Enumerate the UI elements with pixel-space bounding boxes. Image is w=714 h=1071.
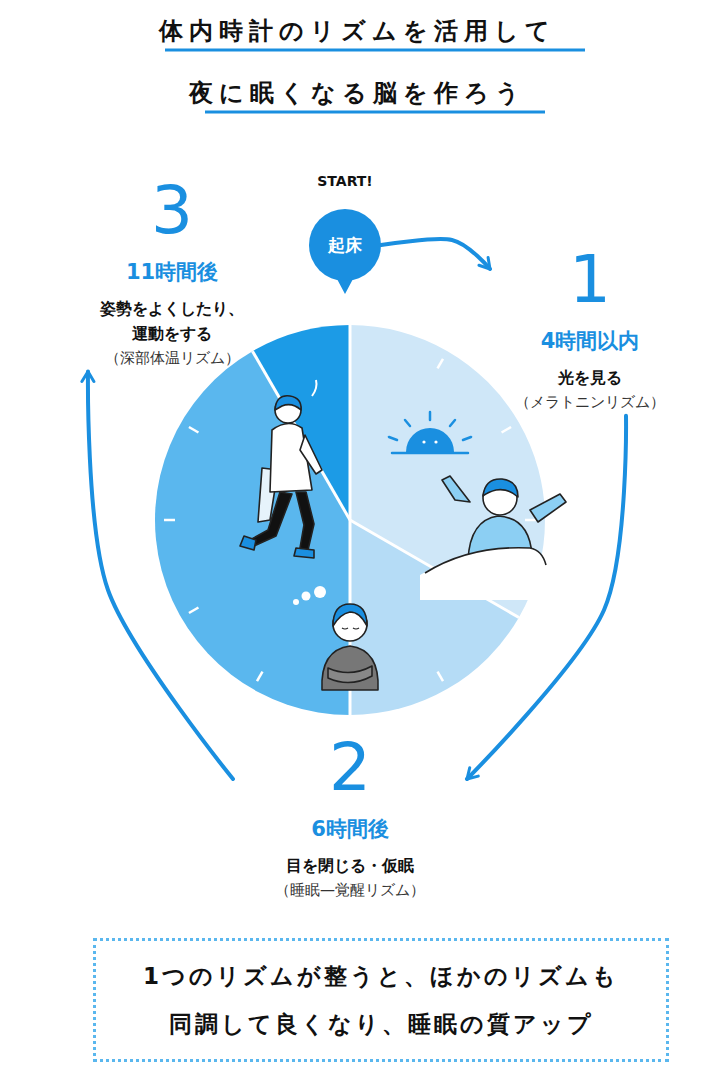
start-label: START! xyxy=(317,173,372,189)
sun-ray xyxy=(429,412,432,420)
caption-text: 1つのリズムが整うと、ほかのリズムも 同調して良くなり、睡眠の質アップ xyxy=(121,952,641,1048)
title-underline xyxy=(165,49,585,52)
arm xyxy=(442,476,470,502)
clock-tick xyxy=(502,427,512,433)
sun-ray xyxy=(450,420,455,426)
flow-arrow xyxy=(88,371,233,779)
action-text: 姿勢をよくしたり、 運動をする xyxy=(72,297,272,347)
action-text: 目を閉じる・仮眠 xyxy=(286,854,414,879)
sun-ray xyxy=(463,437,471,440)
title-underline xyxy=(205,111,545,114)
shoe xyxy=(294,548,314,558)
arm xyxy=(530,494,566,522)
caption-box: 1つのリズムが整うと、ほかのリズムも 同調して良くなり、睡眠の質アップ xyxy=(93,938,669,1062)
thought-bubble xyxy=(314,586,326,598)
node-label: 起床 xyxy=(328,234,362,257)
time-label: 11時間後 xyxy=(126,258,218,287)
sun-ray xyxy=(389,437,397,440)
step-block: 1 4時間以内光を見る（メラトニンリズム） xyxy=(490,247,690,414)
sun-icon xyxy=(389,412,471,453)
leg xyxy=(296,492,314,550)
leg xyxy=(250,492,292,546)
walking-person xyxy=(240,396,322,558)
clock-tick xyxy=(257,672,263,682)
clock-tick xyxy=(525,519,536,522)
time-label: 4時間以内 xyxy=(541,327,640,356)
clock-tick xyxy=(189,608,199,614)
clock-tick xyxy=(164,519,175,522)
step-number: 1 xyxy=(569,247,611,313)
sun-ray xyxy=(405,420,410,426)
rhythm-name: （メラトニンリズム） xyxy=(515,391,665,414)
blanket-line xyxy=(425,548,546,573)
rhythm-name: （睡眠—覚醒リズム） xyxy=(275,879,425,902)
step-number: 2 xyxy=(329,735,371,801)
diagram-title: 体内時計のリズムを活用して 夜に眠くなる脳を作ろう xyxy=(137,0,577,124)
arm xyxy=(300,435,322,474)
closed-eyes xyxy=(342,628,359,629)
shoe xyxy=(240,536,256,550)
step-block: 3 11時間後姿勢をよくしたり、 運動をする（深部体温リズム） xyxy=(72,178,272,369)
blanket-fill xyxy=(420,548,548,600)
waking-person xyxy=(420,476,566,600)
crossed-arms xyxy=(328,666,372,683)
hair xyxy=(483,479,518,497)
sun-eye xyxy=(434,440,437,443)
thought-bubble xyxy=(293,599,299,605)
horizon-line xyxy=(392,452,468,455)
flow-arrow xyxy=(381,239,490,269)
clock-tick xyxy=(189,427,199,433)
thought-bubble xyxy=(302,592,311,601)
pie-divider xyxy=(349,325,352,520)
sun-body xyxy=(406,428,454,452)
flow-arrow xyxy=(467,416,626,779)
step-number: 3 xyxy=(151,178,193,244)
sun-rays xyxy=(389,412,471,453)
action-text: 光を見る xyxy=(558,366,622,391)
napping-person xyxy=(322,604,378,690)
rhythm-name: （深部体温リズム） xyxy=(105,347,240,370)
step-block: 2 6時間後目を閉じる・仮眠（睡眠—覚醒リズム） xyxy=(235,735,465,902)
hair xyxy=(333,604,367,626)
bubble-tail xyxy=(337,279,353,294)
torso xyxy=(322,646,378,690)
start-circle: START!起床 xyxy=(309,209,381,281)
clock-tick xyxy=(438,359,444,369)
sun-eye xyxy=(422,440,425,443)
clock-pie xyxy=(155,325,545,715)
hair xyxy=(275,396,301,410)
clock-tick xyxy=(438,672,444,682)
sweat-mark xyxy=(312,380,317,396)
time-label: 6時間後 xyxy=(311,815,389,844)
